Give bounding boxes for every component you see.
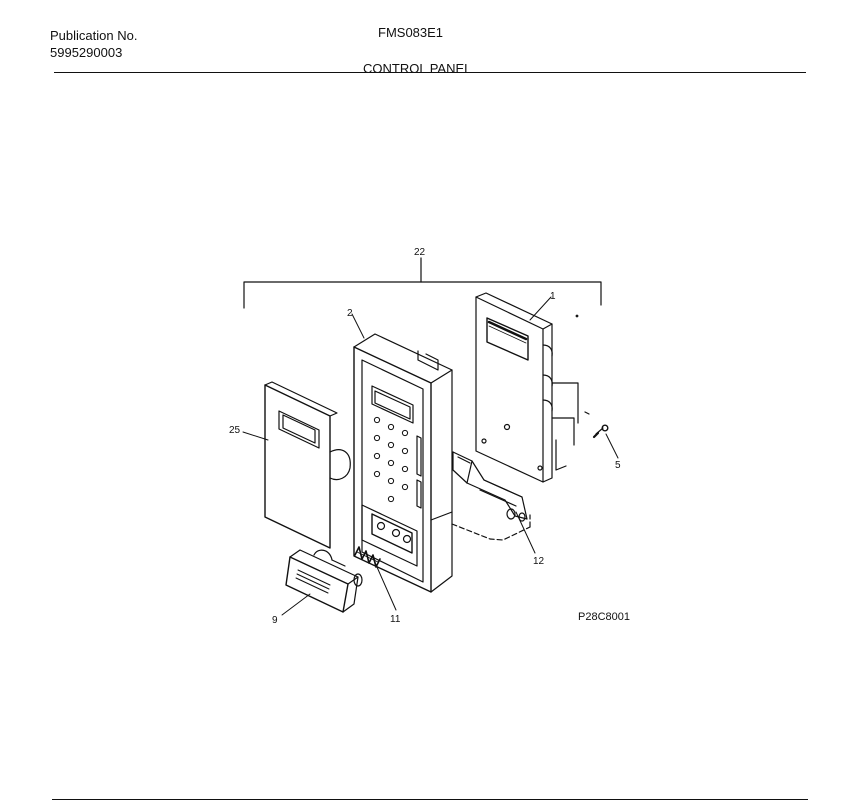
part-screw bbox=[592, 424, 609, 439]
callout-9: 9 bbox=[272, 615, 278, 626]
footer-rule bbox=[52, 799, 808, 800]
callout-2: 2 bbox=[347, 308, 353, 319]
part-door-button bbox=[285, 549, 363, 613]
header-rule bbox=[54, 72, 806, 73]
part-spring bbox=[354, 546, 381, 568]
publication-number: 5995290003 bbox=[50, 45, 123, 60]
part-latch-lever bbox=[451, 451, 531, 541]
callout-1: 1 bbox=[550, 291, 556, 302]
callout-11: 11 bbox=[390, 614, 401, 625]
part-circuit-board bbox=[475, 292, 590, 483]
callout-22: 22 bbox=[414, 247, 426, 258]
part-overlay-membrane bbox=[264, 381, 351, 549]
callout-5: 5 bbox=[615, 460, 621, 471]
figure-code: P28C8001 bbox=[578, 611, 630, 623]
assembly-bracket bbox=[243, 257, 602, 309]
publication-label: Publication No. bbox=[50, 28, 138, 43]
callout-25: 25 bbox=[229, 425, 241, 436]
model-number: FMS083E1 bbox=[378, 25, 444, 40]
part-control-panel-frame bbox=[353, 333, 453, 593]
callout-12: 12 bbox=[533, 556, 545, 567]
leader-lines bbox=[242, 296, 619, 616]
